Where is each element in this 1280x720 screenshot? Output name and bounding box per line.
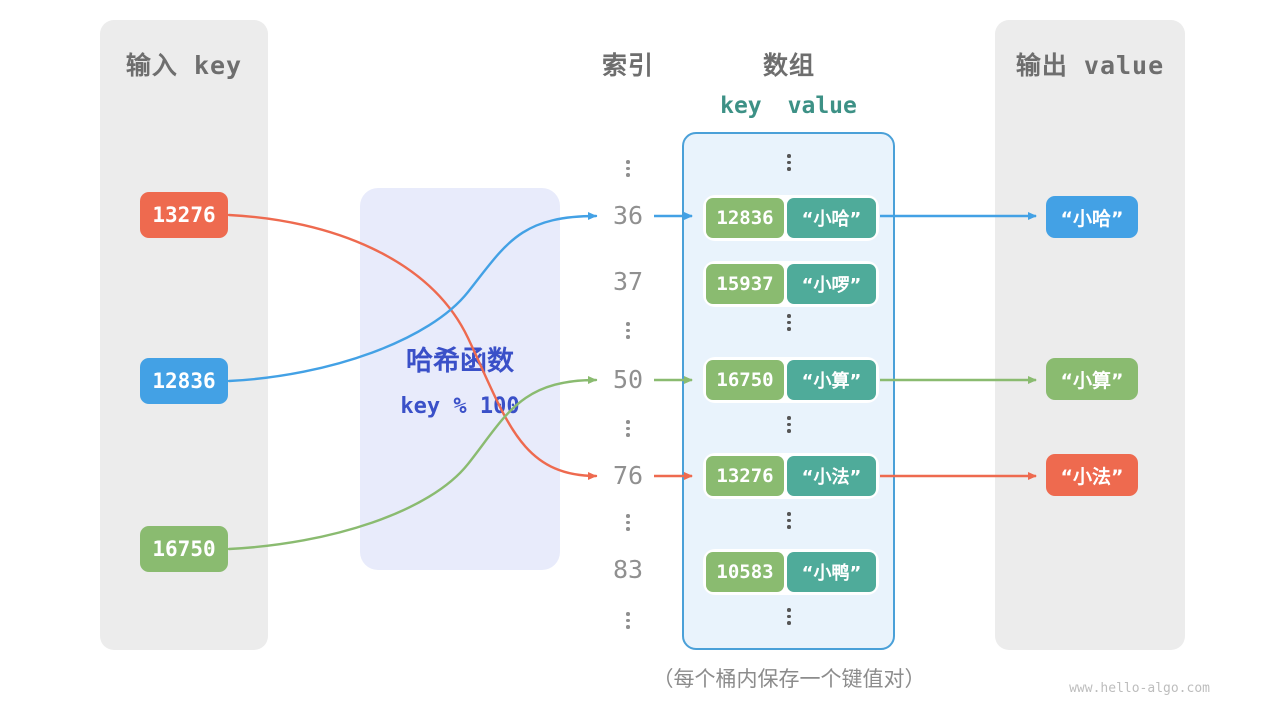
index-label-37: 37 [612, 267, 644, 296]
index-label-76: 76 [612, 461, 644, 490]
ellipsis-dots [787, 608, 791, 625]
bucket-value: “小法” [787, 456, 876, 496]
ellipsis-dots [787, 416, 791, 433]
bucket-value: “小啰” [787, 264, 876, 304]
ellipsis-dots [626, 514, 630, 531]
input-key-13276: 13276 [140, 192, 228, 238]
array-kv-header: key value [682, 93, 895, 119]
input-key-12836: 12836 [140, 358, 228, 404]
ellipsis-dots [626, 160, 630, 177]
bucket-key: 13276 [706, 456, 784, 496]
output-value-xiaosuan: “小算” [1046, 358, 1138, 400]
hash-function-formula: key % 100 [400, 394, 520, 419]
bucket-key: 12836 [706, 198, 784, 238]
bucket-value: “小哈” [787, 198, 876, 238]
array-key-label: key [720, 93, 762, 119]
index-label-36: 36 [612, 201, 644, 230]
bucket-value: “小鸭” [787, 552, 876, 592]
input-key-16750: 16750 [140, 526, 228, 572]
diagram-caption: （每个桶内保存一个键值对） [652, 667, 926, 691]
bucket-key: 10583 [706, 552, 784, 592]
index-label-83: 83 [612, 555, 644, 584]
ellipsis-dots [626, 322, 630, 339]
ellipsis-dots [626, 612, 630, 629]
hash-function-name: 哈希函数 [406, 346, 514, 377]
bucket-row: 13276 “小法” [703, 453, 879, 499]
bucket-key: 16750 [706, 360, 784, 400]
ellipsis-dots [787, 154, 791, 171]
ellipsis-dots [787, 314, 791, 331]
array-value-label: value [787, 93, 857, 119]
output-value-xiaoha: “小哈” [1046, 196, 1138, 238]
ellipsis-dots [626, 420, 630, 437]
site-watermark: www.hello-algo.com [1069, 681, 1210, 696]
bucket-row: 16750 “小算” [703, 357, 879, 403]
bucket-value: “小算” [787, 360, 876, 400]
bucket-key: 15937 [706, 264, 784, 304]
heading-array: 数组 [762, 51, 815, 80]
output-value-panel [995, 20, 1185, 650]
hash-function-box: 哈希函数 key % 100 [360, 188, 560, 570]
bucket-row: 12836 “小哈” [703, 195, 879, 241]
index-label-50: 50 [612, 365, 644, 394]
heading-index: 索引 [601, 51, 654, 80]
heading-output-value: 输出 value [1015, 51, 1165, 80]
output-value-xiaofa: “小法” [1046, 454, 1138, 496]
heading-input-key: 输入 key [125, 51, 243, 80]
bucket-row: 15937 “小啰” [703, 261, 879, 307]
ellipsis-dots [787, 512, 791, 529]
bucket-row: 10583 “小鸭” [703, 549, 879, 595]
